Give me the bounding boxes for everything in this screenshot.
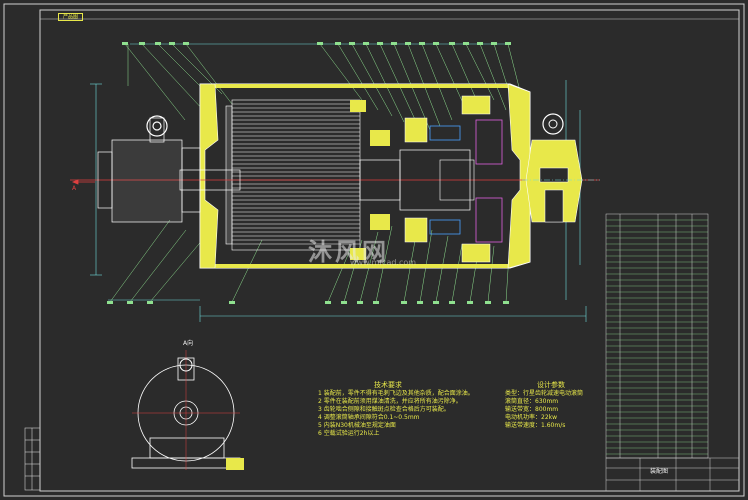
- corner-tag: 产品图: [58, 13, 84, 21]
- planetary-gears: [350, 95, 503, 263]
- end-view-lifting-eye-icon: [179, 358, 193, 372]
- bearing-seat-icon: [525, 113, 583, 223]
- motor-stator: [225, 99, 361, 251]
- design-param-line: 输送带速度：1.60m/s: [505, 422, 566, 429]
- tech-note-line: 4 调整滚筒轴承间隙符合0.1~0.5mm: [318, 414, 420, 421]
- watermark-logo: 沐风网: [308, 238, 389, 266]
- lifting-eye-icon: [146, 115, 168, 137]
- parts-list-table: [605, 213, 709, 459]
- left-revision-block: [24, 427, 41, 491]
- stator-fins: [232, 103, 360, 245]
- section-label: A: [72, 185, 77, 192]
- inner-border: [39, 9, 740, 492]
- title-block-name: 装配图: [650, 468, 669, 475]
- end-view-label: A向: [183, 340, 194, 347]
- left-motor-housing: [97, 117, 201, 223]
- title-block: [605, 457, 740, 492]
- part-number-marks-top: [122, 42, 511, 45]
- tech-note-line: 3 齿轮啮合侧隙和接触斑点检查合格后方可装配。: [318, 406, 450, 413]
- tech-note-line: 2 零件在装配前须用煤油清洗，并应将所有油污除净。: [318, 398, 462, 405]
- technical-requirements: 技术要求 1 装配前，零件不得有毛刺飞边及其他杂质，配合面涂油。 2 零件在装配…: [318, 381, 474, 438]
- shaft-body: [179, 149, 471, 211]
- drum-shell: [199, 83, 531, 269]
- end-view-feet: [226, 458, 244, 470]
- design-parameters-title: 设计参数: [537, 381, 565, 389]
- design-param-line: 电动机功率：22kw: [505, 414, 558, 421]
- watermark-url: www.mfcad.com: [350, 258, 417, 267]
- tech-note-line: 5 内装N30机械油至规定油面: [318, 422, 396, 429]
- design-param-line: 滚筒直径：630mm: [505, 398, 559, 405]
- part-number-marks-bottom: [107, 301, 509, 304]
- section-arrow-a: [71, 179, 95, 185]
- tech-note-line: 6 空载试验运行2h以上: [318, 430, 380, 437]
- design-parameters: 设计参数 类型：行星齿轮减速电动滚筒 滚筒直径：630mm 输送带宽：800mm…: [505, 381, 583, 430]
- end-view: [131, 350, 241, 470]
- design-param-line: 类型：行星齿轮减速电动滚筒: [505, 390, 584, 397]
- technical-requirements-title: 技术要求: [374, 381, 402, 389]
- design-param-line: 输送带宽：800mm: [505, 406, 559, 413]
- parts-list-rows: [606, 219, 708, 455]
- tech-note-line: 1 装配前，零件不得有毛刺飞边及其他杂质，配合面涂油。: [318, 390, 474, 397]
- outer-border: [3, 3, 745, 497]
